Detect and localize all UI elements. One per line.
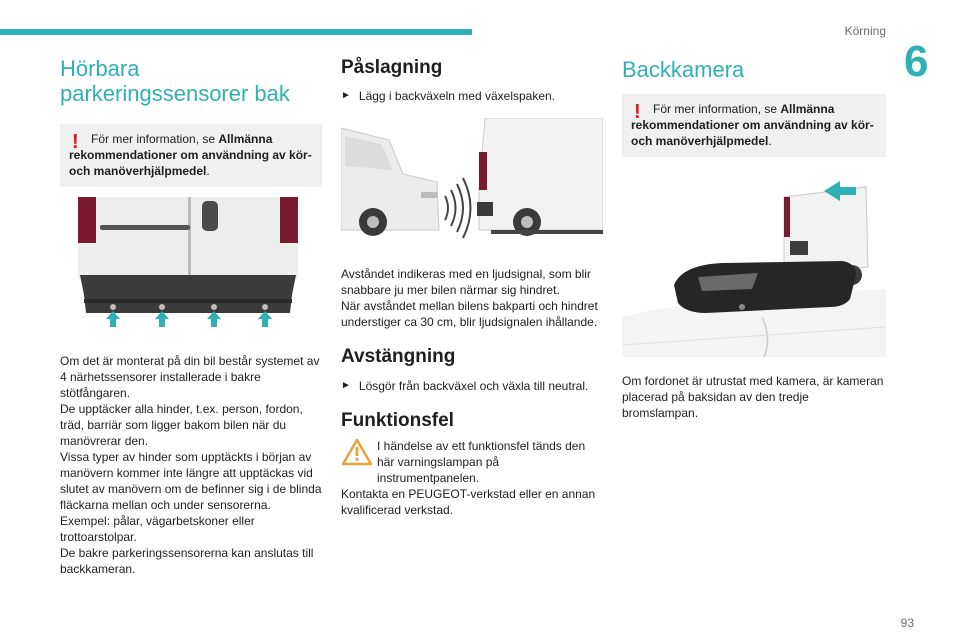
paragraph: Avståndet indikeras med en ljudsignal, s… <box>341 267 591 297</box>
column-activation: Påslagning ► Lägg i backväxeln med växel… <box>341 52 603 518</box>
paragraph: Om det är monterat på din bil består sys… <box>60 354 320 400</box>
title-reversing-camera: Backkamera <box>622 57 745 82</box>
title-deactivation: Avstängning <box>341 346 456 367</box>
column-reversing-camera: Backkamera ! För mer information, se All… <box>622 52 886 421</box>
column-rear-sensors: Hörbara parkeringssensorer bak ! För mer… <box>60 52 322 577</box>
paragraph: Vissa typer av hinder som upptäckts i bö… <box>60 450 322 512</box>
exclamation-icon: ! <box>72 131 79 153</box>
van-reversing-illustration <box>341 118 603 239</box>
bullet-arrow-icon: ► <box>341 380 351 391</box>
malfunction-warning: I händelse av ett funktionsfel tänds den… <box>341 438 603 486</box>
note-reference: Allmänna rekommendationer om användning … <box>69 132 312 178</box>
bullet-arrow-icon: ► <box>341 90 351 101</box>
paragraph: Om fordonet är utrustat med kamera, är k… <box>622 374 884 420</box>
paragraph: Exempel: pålar, vägarbetskoner eller tro… <box>60 514 255 544</box>
bullet-deactivation: ► Lösgör från backväxel och växla till n… <box>341 379 589 393</box>
rear-camera-illustration <box>622 181 886 357</box>
title-malfunction: Funktionsfel <box>341 410 454 431</box>
note-reference: Allmänna rekommendationer om användning … <box>631 102 874 148</box>
rear-sensors-body: Om det är monterat på din bil består sys… <box>60 353 322 577</box>
section-label: Körning <box>844 24 886 38</box>
title-rear-sensors: Hörbara parkeringssensorer bak <box>60 56 290 106</box>
exclamation-icon: ! <box>634 101 641 123</box>
info-note: ! För mer information, se Allmänna rekom… <box>622 94 886 157</box>
header-accent-bar <box>0 29 472 35</box>
page-number: 93 <box>900 616 914 630</box>
malfunction-text: I händelse av ett funktionsfel tänds den… <box>377 439 586 485</box>
paragraph: Kontakta en PEUGEOT-verkstad eller en an… <box>341 487 596 517</box>
title-activation: Påslagning <box>341 57 443 78</box>
warning-triangle-icon <box>341 438 373 466</box>
paragraph: De bakre parkeringssensorerna kan anslut… <box>60 546 314 576</box>
rear-bumper-sensors-illustration <box>78 197 298 327</box>
bullet-activation: ► Lägg i backväxeln med växelspaken. <box>341 89 556 103</box>
info-note: ! För mer information, se Allmänna rekom… <box>60 124 322 187</box>
chapter-number: 6 <box>904 37 929 86</box>
paragraph: De upptäcker alla hinder, t.ex. person, … <box>60 402 303 448</box>
paragraph: När avståndet mellan bilens bakparti och… <box>341 299 598 329</box>
